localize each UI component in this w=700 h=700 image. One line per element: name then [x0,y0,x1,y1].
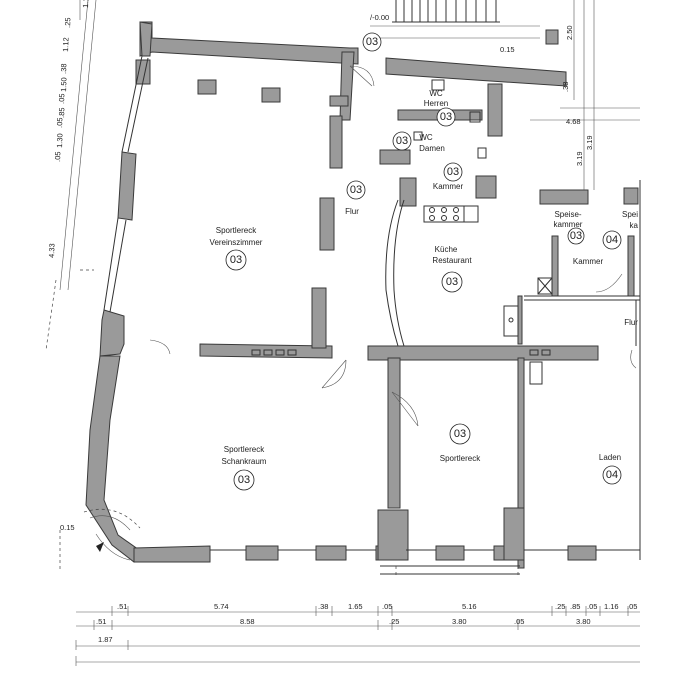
dimension-label: 1.87 [98,635,113,644]
room-name-line1: Spei [622,210,638,219]
room-name-line2: Herren [424,99,448,108]
room-kueche: Küche Restaurant 03 [432,245,472,293]
dimension-label: .05 [587,602,597,611]
room-name-line1: Speise- [554,210,581,219]
room-code: 03 [446,276,458,288]
window-lines [103,55,641,576]
room-name-line2: ka [630,221,639,230]
dimension-label: .85 [57,107,66,118]
room-name-line2: Schankraum [222,457,267,466]
room-code: 04 [606,234,618,246]
room-cut-top-right: Spei ka [622,210,639,230]
room-name: Flur [624,318,638,327]
room-name: Kammer [573,257,604,266]
room-code: 03 [238,474,250,486]
room-vereinszimmer: Sportlereck Vereinszimmer 03 [210,226,263,271]
room-code: 03 [350,184,362,196]
stair-note: /-0.00 [370,13,389,22]
dimension-label: 4.33 [47,243,57,258]
dimension-label: .38 [59,63,68,74]
room-laden: Laden 04 [599,453,622,485]
room-name: Sportlereck [440,454,481,463]
stair-code: 03 /-0.00 [362,13,389,52]
dimension-label: 5.16 [462,602,477,611]
dimension-label: 1.30 [55,133,65,148]
dimension-label: .05 [627,602,637,611]
dimension-label: .38 [561,82,570,92]
dimension-label: 0.15 [500,45,515,54]
dimension-label: 3.80 [452,617,467,626]
room-sportlereck: 03 Sportlereck [440,423,481,463]
walls [85,21,639,569]
room-name-line1: Küche [435,245,458,254]
dimension-label: .05 [514,617,524,626]
room-name: Flur [345,207,359,216]
room-name: Laden [599,453,621,462]
dimension-label: .05 [382,602,392,611]
room-name-line2: kammer [554,220,583,229]
room-name: Kammer [433,182,464,191]
room-wc-herren: WC Herren 03 [424,89,456,127]
room-code: 03 [396,135,408,147]
room-code: 03 [366,36,378,48]
room-code: 03 [230,254,242,266]
dimension-label: .51 [117,602,127,611]
bottom-dimensions-row1: .51 5.74 .38 1.65 .05 5.16 .25 .85 .05 1… [117,602,637,611]
dimension-label: .25 [555,602,565,611]
dimension-label: 3.19 [575,151,584,166]
room-name-line2: Vereinszimmer [210,238,263,247]
bottom-dimensions-row3: 1.87 [98,635,113,644]
dimension-label: 0.15 [60,523,75,532]
dimension-label: 8.58 [240,617,255,626]
room-name-line1: WC [419,133,433,142]
room-flur-left: 03 Flur [345,180,366,216]
bottom-dimensions-row2: .51 8.58 .25 3.80 .05 3.80 [96,617,591,626]
room-speisekammer: Speise- kammer 03 [554,210,585,245]
dimension-label: .25 [63,17,72,28]
dimension-lines [45,0,640,666]
dimension-label: 3.80 [576,617,591,626]
dimension-label: 1.16 [604,602,619,611]
dimension-label: 4.68 [566,117,581,126]
dimension-label: 3.19 [585,135,594,150]
dimension-label: .05 [57,93,66,104]
stair-steps [370,0,540,39]
dimension-label: 1.65 [348,602,363,611]
dimension-label: .05 [53,151,62,162]
dimension-label: 1.1 [81,0,90,8]
room-name-line1: Sportlereck [216,226,257,235]
dimension-label: .25 [389,617,399,626]
dimension-label: .51 [96,617,106,626]
room-code: 03 [454,428,466,440]
room-name-line2: Restaurant [432,256,472,265]
room-name-line2: Damen [419,144,445,153]
room-code: 03 [570,230,582,242]
dimension-label: 1.12 [61,37,71,52]
left-dimensions: 1.12 .25 .38 1.50 .05 .85 .05 1.30 .05 4… [47,0,90,532]
room-schankraum: Sportlereck Schankraum 03 [222,445,267,491]
room-kammer-small: 03 Kammer [433,162,464,191]
fixtures [370,0,553,385]
dimension-label: 5.74 [214,602,229,611]
dimension-label: 2.50 [565,25,574,40]
doors [83,65,637,561]
dimension-label: .38 [318,602,328,611]
room-code: 04 [606,469,618,481]
room-kammer-right: 04 Kammer [573,230,622,266]
room-wc-damen: 03 WC Damen [392,131,445,153]
top-right-dimensions: 2.50 .38 3.19 3.19 4.68 0.15 [500,25,594,166]
room-code: 03 [440,111,452,123]
room-name-line1: Sportlereck [224,445,265,454]
room-code: 03 [447,166,459,178]
dimension-label: .05 [55,117,64,128]
room-name-line1: WC [429,89,443,98]
room-flur-right: Flur [624,318,638,327]
dimension-label: .85 [570,602,580,611]
dimension-label: 1.50 [59,77,69,92]
